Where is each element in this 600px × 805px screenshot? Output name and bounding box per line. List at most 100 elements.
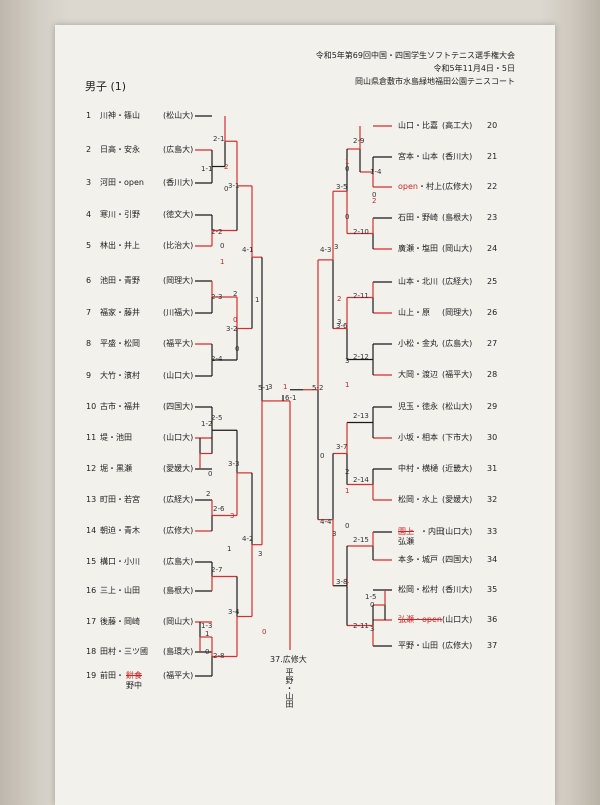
school-name: (広修大) [442,182,473,191]
player-names: 大竹・濱村 [100,371,140,380]
match-label: 2-14 [353,476,369,484]
school-name: (近畿大) [442,464,473,473]
player-names: 構口・小川 [100,557,140,566]
score-digit: 1 [227,545,232,553]
school-name: (香川大) [442,585,473,594]
school-name: (広修大) [163,526,194,535]
player-names: 三上・山田 [100,586,140,595]
match-label: 2-13 [353,412,369,420]
entry-number: 2 [86,145,92,154]
score-digit: 2 [337,295,342,303]
score-digit: 3 [258,550,263,558]
entry-number: 18 [86,647,97,656]
player-names: 池田・青野 [100,276,140,285]
match-label: 2-12 [353,353,369,361]
entry-number: 8 [86,339,92,348]
match-label: 3-2 [226,325,238,333]
school-name: (松山大) [442,402,473,411]
entry-number: 28 [487,370,498,379]
player-names: 前田・ [100,671,124,680]
entry-number: 36 [487,615,498,624]
player-names: 宮本・山本 [398,152,438,161]
score-digit: 3 [337,318,342,326]
match-label: 4-4 [320,518,332,526]
school-name: (岡理大) [442,308,473,317]
school-name: (徳文大) [163,210,194,219]
entry-number: 32 [487,495,498,504]
entry-number: 20 [487,121,498,130]
entry-number: 17 [86,617,97,626]
player-names: 堤・池田 [100,433,132,442]
player-names: 平盛・松岡 [100,339,140,348]
entry-number: 13 [86,495,97,504]
match-label: 3-1 [228,182,240,190]
entry-number: 11 [86,433,97,442]
round-label: 5-2 [312,384,324,392]
school-name: (岡理大) [163,276,194,285]
school-name: (香川大) [442,152,473,161]
school-name: (岡山大) [163,617,194,626]
score-digit: 1 [220,258,225,266]
school-name: (福平大) [163,339,194,348]
school-name: (高工大) [442,121,473,130]
champion-label: 37.広修大 [270,655,307,664]
school-name: (比治大) [163,241,194,250]
tournament-venue: 岡山県倉敷市水島緑地福田公園テニスコート [355,77,515,86]
player-names: 寒川・引野 [100,210,140,219]
entry-number: 9 [86,371,92,380]
entry-number: 30 [487,433,498,442]
struck-name: 餅食 [126,671,142,680]
match-label: 2-9 [353,137,365,145]
score-digit: 3 [332,530,337,538]
player-names: 石田・野崎 [398,213,438,222]
school-name: (四国大) [442,555,473,564]
match-label: 4-3 [320,246,332,254]
final-label: 6-1 [285,394,297,402]
player-names: 林出・井上 [100,241,140,250]
school-name: (下市大) [442,433,473,442]
player-names: 山口・比嘉 [398,121,438,130]
match-label: 3-6 [336,322,348,330]
score-digit: 1 [345,577,350,585]
player-names: 小松・金丸 [398,339,438,348]
entry-number: 26 [487,308,498,317]
entry-number: 31 [487,464,498,473]
school-name: (山口大) [442,615,473,624]
player-names: ・内田 [420,527,444,536]
entry-number: 35 [487,585,498,594]
match-label: 2-8 [213,652,225,660]
player-names: 朝迫・青木 [100,526,140,535]
match-label: 1-3 [201,622,213,630]
player-names: 小坂・相本 [398,433,438,442]
match-label: 3-4 [228,608,240,616]
entry-number: 22 [487,182,498,191]
score-digit: 3 [345,357,350,365]
match-label: 2-11 [353,622,369,630]
entry-number: 19 [86,671,97,680]
school-name: (岡山大) [442,244,473,253]
score-digit: 3 [230,512,235,520]
match-label: 2-2 [211,228,223,236]
struck-name: 園上 [398,527,414,536]
match-label: 2-5 [211,414,223,422]
entry-number: 21 [487,152,498,161]
school-name: (川福大) [163,308,194,317]
entry-number: 29 [487,402,498,411]
match-label: 3-8 [336,578,348,586]
score-digit: 0 [220,242,225,250]
school-name: (愛媛大) [163,464,194,473]
player-names: 児玉・徳永 [398,402,438,411]
entry-number: 16 [86,586,97,595]
match-label: 4-1 [242,246,254,254]
paper-sheet [55,25,555,805]
school-name: (四国大) [163,402,194,411]
match-label: 3-7 [336,443,348,451]
player-names: 松岡・水上 [398,495,438,504]
player-names: 川神・篠山 [100,111,140,120]
entry-number: 33 [487,527,498,536]
player-names: 大岡・渡辺 [398,370,438,379]
player-names: 後藤・岡崎 [100,617,140,626]
school-name: (愛媛大) [442,495,473,504]
match-label: 2-7 [211,566,223,574]
